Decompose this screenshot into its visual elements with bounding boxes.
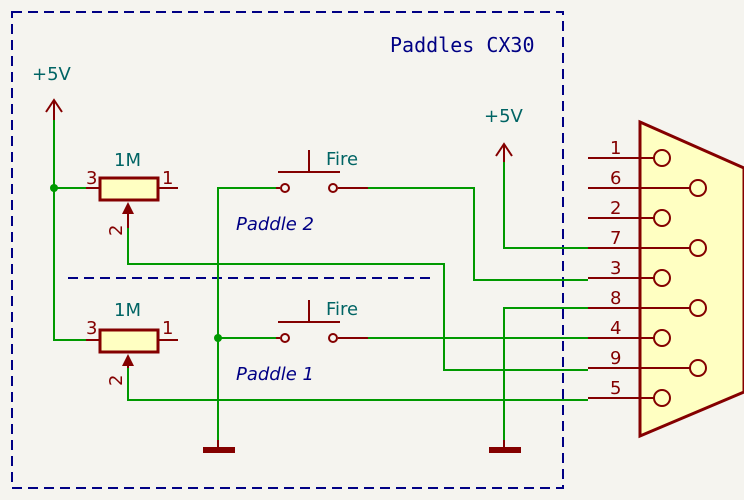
connector-pin-socket [653, 209, 671, 227]
junction-dot [214, 334, 222, 342]
wire-5v-to-pin7 [503, 160, 588, 249]
wire-5v-left-rail [53, 118, 86, 341]
fire-switch-1: Fire Paddle 1 [236, 299, 368, 385]
switch2-caption: Paddle 2 [236, 214, 314, 235]
fire-switch-2: Fire Paddle 2 [236, 149, 368, 235]
connector-pin-socket [689, 239, 707, 257]
wire-ground-switches [217, 187, 276, 440]
power-label-left: +5V [32, 64, 72, 85]
connector-pin-socket [689, 299, 707, 317]
connector-pin-socket [653, 149, 671, 167]
connector-pin-socket [689, 179, 707, 197]
potentiometer-1: 1M 3 1 2 [86, 300, 178, 386]
potentiometer-2: 1M 3 1 2 [86, 150, 178, 236]
connector-pin-number: 7 [610, 228, 621, 249]
connector-body [638, 119, 744, 439]
switch1-label: Fire [326, 299, 358, 320]
power-symbol-left [45, 98, 63, 120]
pot2-value: 1M [114, 150, 141, 171]
switch1-caption: Paddle 1 [236, 364, 314, 385]
connector-pin-socket [653, 329, 671, 347]
switch2-label: Fire [326, 149, 358, 170]
connector-pin-number: 3 [610, 258, 621, 279]
pot2-pin-2: 2 [106, 225, 127, 236]
diagram-title: Paddles CX30 [390, 33, 535, 57]
pot1-value: 1M [114, 300, 141, 321]
connector-pin-number: 1 [610, 138, 621, 159]
connector-pin-number: 4 [610, 318, 621, 339]
connector-pin-socket [689, 359, 707, 377]
connector-pin-number: 5 [610, 378, 621, 399]
db9-connector: 1 6 2 7 3 8 4 9 5 [588, 119, 744, 439]
connector-pin-number: 8 [610, 288, 621, 309]
power-symbol-connector [495, 142, 513, 162]
pot2-pin-1: 1 [162, 168, 173, 189]
connector-pin-number: 2 [610, 198, 621, 219]
pot1-pin-3: 3 [86, 318, 97, 339]
outer-frame [11, 11, 564, 489]
connector-pin-number: 6 [610, 168, 621, 189]
pot1-pin-1: 1 [162, 318, 173, 339]
pot1-pin-2: 2 [106, 375, 127, 386]
wire-switch2-out [368, 187, 588, 281]
connector-pin-socket [653, 269, 671, 287]
connector-pin-number: 9 [610, 348, 621, 369]
wires [53, 118, 588, 440]
junction-dot [50, 184, 58, 192]
connector-pin-socket [653, 389, 671, 407]
wire-pin8-ground [503, 307, 588, 440]
wire-pot1-wiper [127, 368, 588, 401]
pot2-pin-3: 3 [86, 168, 97, 189]
power-label-connector: +5V [484, 106, 524, 127]
wire-pot2-wiper [127, 228, 588, 371]
